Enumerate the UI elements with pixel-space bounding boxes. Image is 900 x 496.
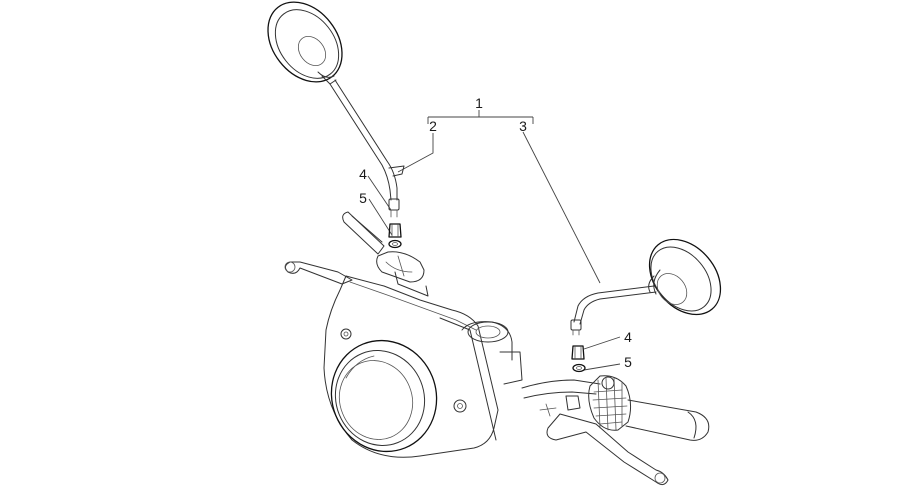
left-mirror: [267, 1, 405, 218]
right-washer: [572, 363, 586, 373]
callout-1: 1: [475, 95, 483, 111]
callout-3: 3: [519, 118, 527, 134]
leader-2: [397, 133, 434, 173]
left-nut: [388, 223, 402, 238]
callout-4-right: 4: [624, 329, 632, 345]
leader-5-left: [368, 198, 393, 236]
leader-4-left: [367, 175, 392, 211]
callout-5-left: 5: [359, 190, 367, 206]
left-washer: [388, 239, 402, 249]
handlebar-assembly: [284, 211, 710, 486]
callout-4-left: 4: [359, 166, 367, 182]
leader-4-right: [583, 336, 621, 350]
right-mirror: [570, 238, 722, 336]
callout-2: 2: [429, 118, 437, 134]
leader-3: [522, 131, 601, 284]
leader-bracket-1: [427, 110, 534, 124]
right-nut: [571, 345, 585, 360]
leader-5-right: [583, 363, 621, 371]
leader-lines: [367, 110, 621, 371]
callout-5-right: 5: [624, 354, 632, 370]
